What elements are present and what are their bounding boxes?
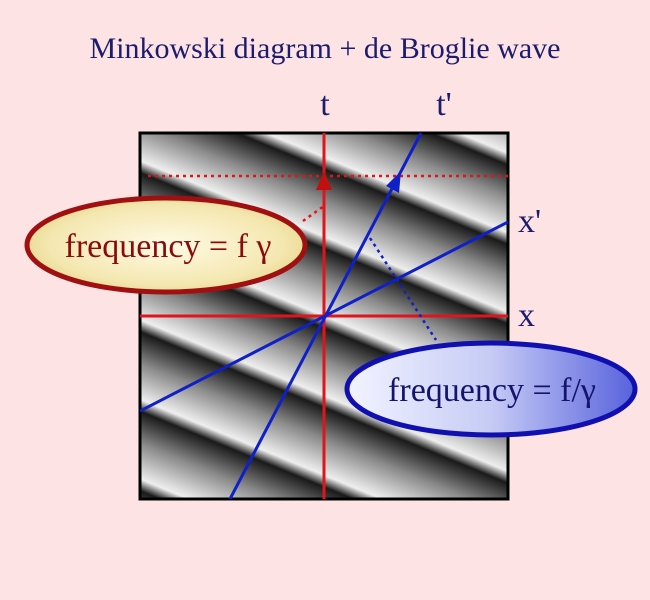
- t-axis-arrowhead: [316, 171, 332, 190]
- diagram-title: Minkowski diagram + de Broglie wave: [89, 32, 561, 65]
- red-callout-pointer: [302, 204, 325, 223]
- blue-callout-text: frequency = f/γ: [388, 372, 596, 409]
- red-callout-bubble: [24, 195, 308, 295]
- t-prime-axis-arrowhead: [386, 171, 401, 193]
- red-callout-text: frequency = f γ: [65, 228, 272, 265]
- x-axis-label: x: [518, 297, 535, 334]
- t-axis-label: t: [320, 86, 330, 123]
- red-frequency-callout: frequency = f γ: [24, 195, 325, 295]
- t-prime-axis-label: t': [436, 86, 452, 123]
- x-prime-axis: [140, 220, 508, 413]
- blue-frequency-callout: frequency = f/γ: [344, 237, 638, 438]
- x-prime-axis-label: x': [518, 203, 541, 240]
- blue-callout-bubble: [344, 340, 638, 438]
